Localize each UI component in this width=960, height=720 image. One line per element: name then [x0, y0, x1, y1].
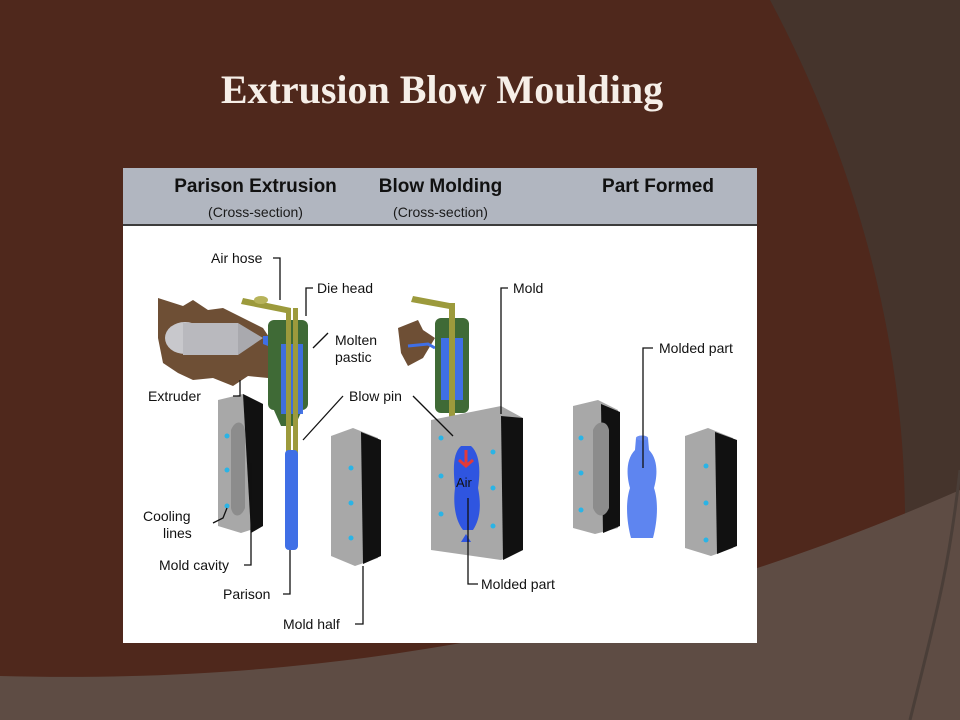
- column-title: Parison Extrusion: [174, 176, 337, 197]
- label-air-hose: Air hose: [211, 250, 263, 266]
- diagram-illustration: [158, 257, 737, 625]
- column-title: Blow Molding: [378, 176, 503, 197]
- label-extruder: Extruder: [148, 388, 201, 404]
- label-mold-half: Mold half: [283, 616, 340, 632]
- mold-half-left-icon: [218, 394, 263, 533]
- label-mold-cavity: Mold cavity: [159, 557, 230, 573]
- column-header-part-formed: Part Formed: [578, 176, 738, 198]
- extruder-icon: [158, 298, 283, 386]
- leader-lines: [212, 257, 653, 625]
- label-parison: Parison: [223, 586, 271, 602]
- mold-half-right-icon: [331, 428, 381, 566]
- blow-molding-assembly-icon: [398, 296, 523, 560]
- column-subtitle: (Cross-section): [208, 204, 303, 220]
- label-cooling-lines-line1: Cooling: [143, 508, 191, 524]
- column-header-blow-molding: Blow Molding (Cross-section): [358, 176, 523, 220]
- part-formed-icon: [573, 400, 737, 556]
- label-die-head: Die head: [317, 280, 374, 296]
- figure-header: Parison Extrusion (Cross-section) Blow M…: [123, 168, 757, 226]
- label-blow-pin: Blow pin: [349, 388, 402, 404]
- label-molded-part-blow: Molded part: [481, 576, 555, 592]
- column-header-parison-extrusion: Parison Extrusion (Cross-section): [143, 176, 368, 220]
- label-mold: Mold: [513, 280, 544, 296]
- blow-moulding-diagram: Parison Extrusion (Cross-section) Blow M…: [123, 168, 757, 643]
- label-molten-plastic-line2: pastic: [335, 349, 372, 365]
- slide-title: Extrusion Blow Moulding: [220, 67, 664, 112]
- label-molten-plastic-line1: Molten: [335, 332, 378, 348]
- column-subtitle: (Cross-section): [393, 204, 488, 220]
- label-molded-part-formed: Molded part: [659, 340, 733, 356]
- die-head-icon: [241, 296, 308, 458]
- label-cooling-lines-line2: lines: [163, 525, 192, 541]
- column-title: Part Formed: [602, 176, 714, 197]
- label-air: Air: [456, 475, 472, 490]
- parison-icon: [285, 450, 298, 550]
